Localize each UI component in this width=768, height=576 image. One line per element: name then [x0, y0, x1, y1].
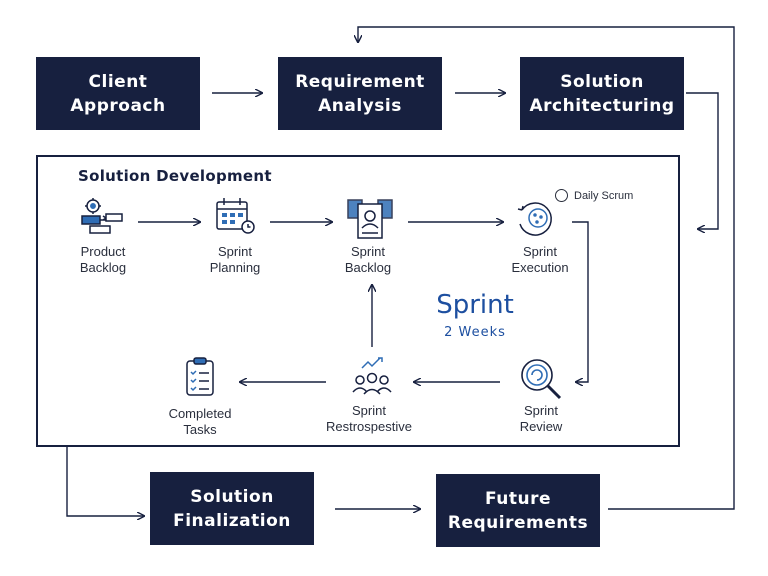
arrow-development-to-finalization — [66, 447, 144, 516]
solution-finalization-box: Solution Finalization — [150, 472, 314, 545]
solution-development-title: Solution Development — [78, 167, 272, 185]
sprint-title: Sprint — [436, 290, 514, 320]
daily-scrum-label: Daily Scrum — [574, 189, 634, 202]
calendar-icon — [216, 198, 255, 234]
future-requirements-line1: Future — [484, 488, 551, 509]
sprint-backlog-line2: Backlog — [344, 260, 392, 275]
sprint-execution-cycle-icon — [517, 202, 552, 236]
sprint-planning-label: Sprint Planning — [175, 244, 295, 276]
sprint-retrospective-label: Sprint Restrospestive — [309, 403, 429, 435]
clipboard-checklist-icon — [186, 357, 214, 396]
arrow-architecture-to-development — [686, 92, 719, 229]
completed-tasks-label: Completed Tasks — [140, 406, 260, 438]
product-backlog-label: Product Backlog — [43, 244, 163, 276]
future-requirements-box: Future Requirements — [436, 474, 600, 547]
daily-scrum-circle-icon — [555, 189, 568, 202]
sprint-planning-line2: Planning — [209, 260, 261, 275]
sprint-backlog-line1: Sprint — [351, 244, 385, 259]
future-requirements-line2: Requirements — [447, 512, 589, 533]
sprint-backlog-label: Sprint Backlog — [308, 244, 428, 276]
sprint-execution-label: Sprint Execution — [480, 244, 600, 276]
requirement-analysis-line2: Analysis — [318, 95, 402, 116]
sprint-execution-line2: Execution — [511, 260, 569, 275]
sprint-duration: 2 Weeks — [444, 325, 506, 340]
sprint-review-line1: Sprint — [524, 403, 558, 418]
daily-scrum-note: Daily Scrum — [555, 189, 633, 202]
product-backlog-line2: Backlog — [79, 260, 127, 275]
requirement-analysis-line1: Requirement — [295, 71, 425, 92]
requirement-analysis-box: Requirement Analysis — [278, 57, 442, 130]
product-backlog-icon — [81, 198, 123, 234]
client-approach-line1: Client — [88, 71, 148, 92]
review-magnifier-icon — [521, 359, 562, 400]
sprint-retrospective-line2: Restrospestive — [326, 419, 412, 434]
solution-architecturing-box: Solution Architecturing — [520, 57, 684, 130]
retrospective-team-icon — [352, 357, 392, 395]
solution-architecturing-line2: Architecturing — [529, 95, 675, 116]
client-approach-box: Client Approach — [36, 57, 200, 130]
sprint-execution-line1: Sprint — [523, 244, 557, 259]
sprint-retrospective-line1: Sprint — [352, 403, 386, 418]
arrow-future-loop-to-requirement — [358, 26, 735, 510]
solution-architecturing-line1: Solution — [560, 71, 644, 92]
sprint-backlog-board-icon — [347, 199, 393, 239]
completed-tasks-line2: Tasks — [183, 422, 217, 437]
client-approach-line2: Approach — [70, 95, 166, 116]
solution-finalization-line1: Solution — [190, 486, 274, 507]
arrow-execution-to-review — [572, 221, 589, 382]
solution-development-frame — [36, 155, 680, 447]
sprint-planning-line1: Sprint — [218, 244, 252, 259]
solution-finalization-line2: Finalization — [173, 510, 291, 531]
completed-tasks-line1: Completed — [168, 406, 232, 421]
sprint-review-line2: Review — [519, 419, 563, 434]
sprint-review-label: Sprint Review — [481, 403, 601, 435]
product-backlog-line1: Product — [80, 244, 126, 259]
